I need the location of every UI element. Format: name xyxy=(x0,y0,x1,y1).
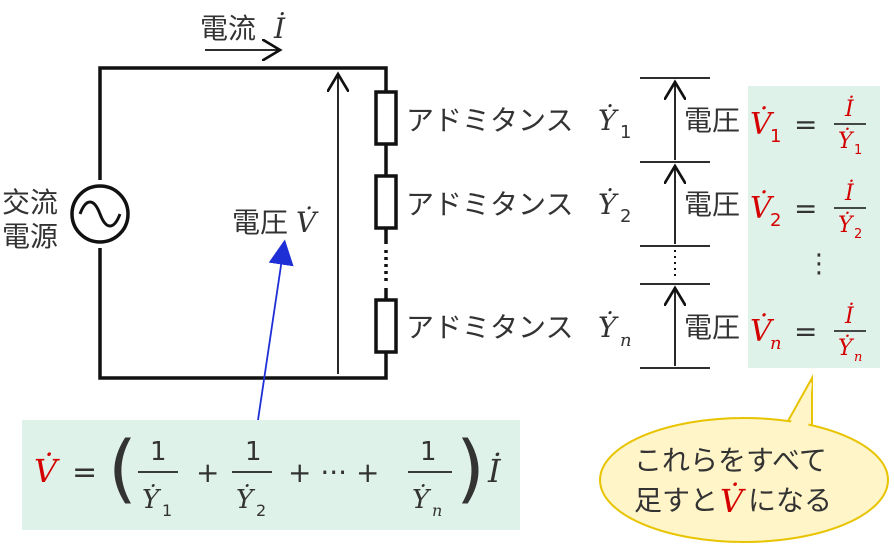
pointer-arrow xyxy=(257,239,294,421)
source-label-line2: 電源 xyxy=(2,220,58,253)
svg-text:になる: になる xyxy=(748,484,832,517)
svg-text:電圧: 電圧 xyxy=(232,206,288,239)
main-formula-box xyxy=(22,420,520,530)
voltage-formula-1: 電圧 V̇ 1 = İ Ẏ 1 xyxy=(684,95,866,158)
svg-text:1: 1 xyxy=(162,501,172,520)
svg-text:1: 1 xyxy=(770,126,781,147)
svg-text:Ẏ: Ẏ xyxy=(598,188,619,221)
voltage-formula-n: 電圧 V̇ n = İ Ẏ n xyxy=(684,302,866,365)
svg-text:Ẏ: Ẏ xyxy=(236,484,256,515)
svg-text:V̇: V̇ xyxy=(720,482,746,520)
svg-text:Ẏ: Ẏ xyxy=(838,211,855,238)
svg-text:Ẏ: Ẏ xyxy=(598,311,619,344)
voltage-formula-highlight xyxy=(748,86,880,368)
svg-text:n: n xyxy=(620,330,632,351)
total-voltage-label: 電圧 V̇ xyxy=(232,206,319,239)
svg-text:1: 1 xyxy=(245,437,262,467)
svg-text:): ) xyxy=(456,426,485,512)
svg-text:(: ( xyxy=(108,426,137,512)
voltage-formula-2: 電圧 V̇ 2 = İ Ẏ 2 xyxy=(684,179,866,242)
admittance-label-n: アドミタンス Ẏ n xyxy=(406,311,632,351)
svg-text:アドミタンス: アドミタンス xyxy=(406,311,573,344)
svg-text:アドミタンス: アドミタンス xyxy=(406,188,573,221)
svg-text:電圧: 電圧 xyxy=(684,311,740,344)
admittance-element-1 xyxy=(374,90,398,146)
svg-text:=: = xyxy=(72,455,97,490)
svg-text:電流: 電流 xyxy=(200,12,256,45)
callout-line2: 足すと V̇ になる xyxy=(634,482,832,520)
callout-line1: これらをすべて xyxy=(634,444,827,477)
svg-text:電圧: 電圧 xyxy=(684,188,740,221)
svg-text:n: n xyxy=(432,501,442,520)
svg-text:+ ··· +: + ··· + xyxy=(288,456,379,489)
svg-text:İ: İ xyxy=(844,95,855,122)
svg-text:V̇: V̇ xyxy=(296,206,319,239)
admittance-element-n xyxy=(374,298,398,354)
svg-text:Ẏ: Ẏ xyxy=(838,334,855,361)
svg-text:=: = xyxy=(794,192,817,225)
svg-text:İ: İ xyxy=(844,302,855,329)
main-formula: V̇ = ( 1 Ẏ 1 + 1 Ẏ 2 + ··· + 1 Ẏ n ) İ xyxy=(34,426,502,520)
voltage-ticks xyxy=(640,77,710,369)
voltage-formula-vdots: ⋮ xyxy=(806,249,832,279)
svg-text:İ: İ xyxy=(844,179,855,206)
current-label: 電流 İ xyxy=(200,12,286,45)
svg-text:電圧: 電圧 xyxy=(684,104,740,137)
svg-text:1: 1 xyxy=(420,437,437,467)
admittance-label-2: アドミタンス Ẏ 2 xyxy=(406,188,631,227)
svg-text:Ẏ: Ẏ xyxy=(412,484,432,515)
svg-text:2: 2 xyxy=(620,206,631,227)
svg-text:2: 2 xyxy=(256,501,266,520)
admittance-element-2 xyxy=(374,174,398,230)
svg-text:n: n xyxy=(854,350,862,365)
svg-text:2: 2 xyxy=(854,227,862,242)
svg-text:V̇: V̇ xyxy=(34,452,60,490)
svg-text:Ẏ: Ẏ xyxy=(598,104,619,137)
svg-text:1: 1 xyxy=(854,143,862,158)
svg-text:+: + xyxy=(196,456,219,489)
svg-text:V̇: V̇ xyxy=(750,314,775,349)
svg-text:Ẏ: Ẏ xyxy=(838,127,855,154)
admittance-label-1: アドミタンス Ẏ 1 xyxy=(406,104,631,143)
svg-text:2: 2 xyxy=(770,210,781,231)
svg-text:İ: İ xyxy=(487,452,502,490)
source-label-line1: 交流 xyxy=(2,186,58,219)
circuit-wires xyxy=(98,66,388,380)
svg-text:1: 1 xyxy=(620,122,631,143)
svg-text:n: n xyxy=(770,333,782,354)
svg-text:V̇: V̇ xyxy=(750,191,775,226)
svg-text:Ẏ: Ẏ xyxy=(142,484,162,515)
svg-text:V̇: V̇ xyxy=(750,107,775,142)
ac-source-symbol xyxy=(70,184,130,244)
svg-text:İ: İ xyxy=(273,12,286,45)
svg-text:アドミタンス: アドミタンス xyxy=(406,104,573,137)
callout-bubble xyxy=(599,374,889,543)
svg-text:1: 1 xyxy=(150,437,167,467)
svg-text:=: = xyxy=(794,315,817,348)
svg-text:=: = xyxy=(794,108,817,141)
svg-text:足すと: 足すと xyxy=(634,484,718,517)
